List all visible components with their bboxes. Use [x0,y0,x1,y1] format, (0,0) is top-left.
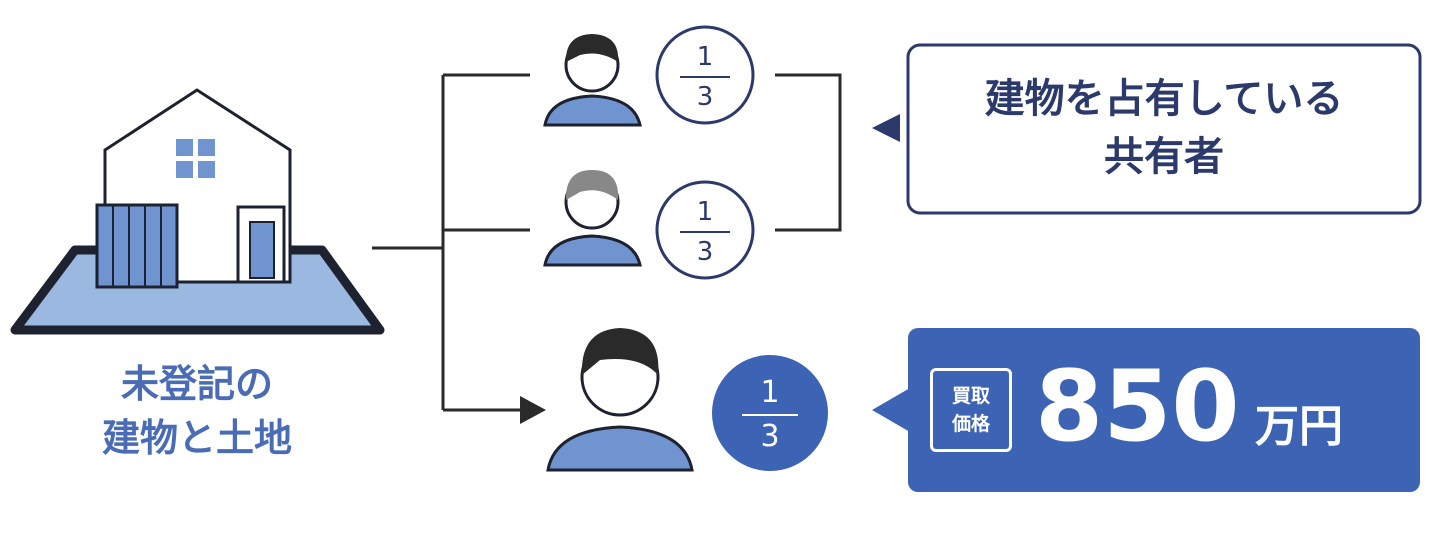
share-numerator-1: 1 [696,42,714,72]
badge-line2: 価格 [951,413,990,435]
price-unit: 万円 [1255,401,1343,452]
share-circle-3 [712,355,828,471]
occupant-callout-line1: 建物を占有している [984,76,1344,122]
share-denominator-1: 3 [696,82,714,112]
person-icon-seller [546,328,694,472]
connector-lines [372,73,842,412]
house-icon [10,88,385,335]
occupant-callout-box [906,43,1422,215]
price-box [908,328,1420,492]
arrow-head-icon [520,396,546,424]
price-amount: 850 [1035,350,1240,464]
share-numerator-2: 1 [696,197,714,227]
property-label-line1: 未登記の [120,362,273,406]
person-icon-owner-2 [543,170,642,267]
share-circle-1 [655,25,755,125]
share-denominator-3: 3 [760,419,780,454]
person-icon-owner-1 [543,34,642,127]
occupant-callout-line2: 共有者 [1104,134,1224,180]
occupant-callout-text: 建物を占有している 共有者 [908,70,1420,186]
purchase-price-badge: 買取 価格 [930,368,1012,452]
badge-line1: 買取 [951,385,990,407]
share-circle-2 [655,180,755,280]
share-numerator-3: 1 [760,375,780,410]
share-denominator-2: 3 [696,237,714,267]
property-label-line2: 建物と土地 [101,416,292,460]
